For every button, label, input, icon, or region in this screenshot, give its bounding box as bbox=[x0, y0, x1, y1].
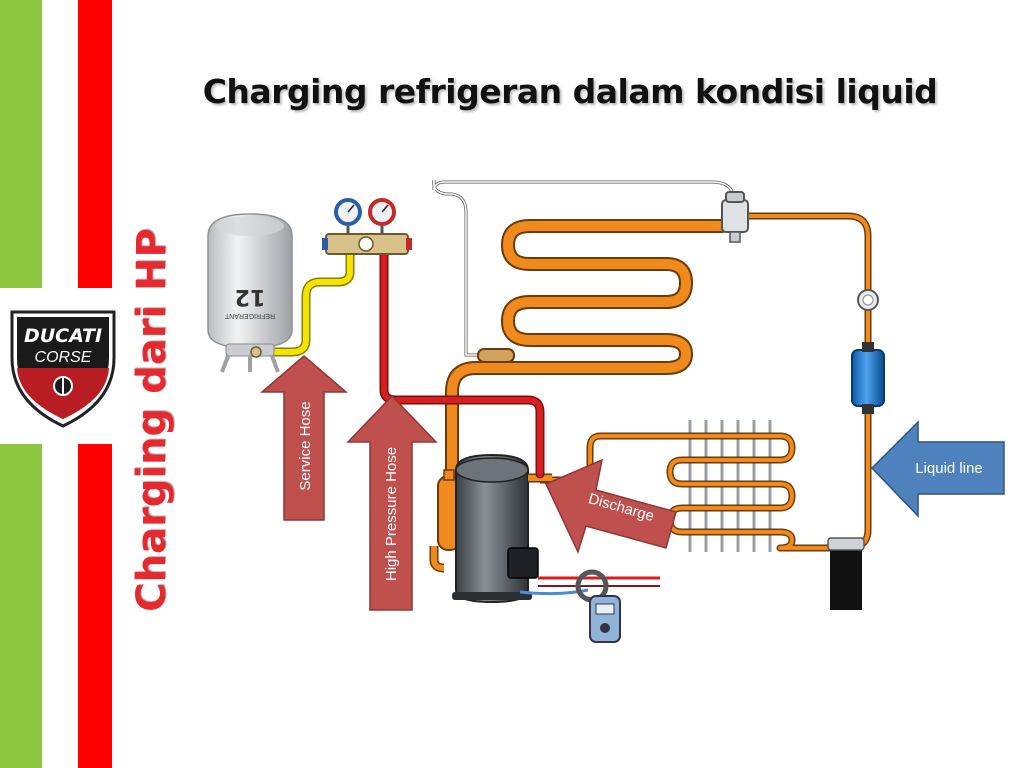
logo-line1: DUCATI bbox=[24, 325, 102, 347]
clamp-meter bbox=[519, 569, 660, 643]
compressor bbox=[452, 453, 552, 604]
service-hose-label: Service Hose bbox=[297, 401, 314, 490]
logo-line2: CORSE bbox=[35, 349, 92, 366]
stripe-green-top bbox=[0, 0, 42, 288]
expansion-valve bbox=[721, 191, 749, 243]
slide-title: Charging refrigeran dalam kondisi liquid bbox=[202, 72, 938, 111]
discharge-arrow: Discharge bbox=[544, 458, 677, 555]
condenser bbox=[540, 420, 836, 552]
liquid-line-arrow: Liquid line bbox=[870, 420, 1005, 518]
sight-glass bbox=[857, 289, 879, 311]
service-hose bbox=[251, 249, 355, 357]
high-pressure-hose-arrow: High Pressure Hose bbox=[346, 394, 438, 611]
liquid-line-pipe bbox=[742, 212, 872, 552]
stripe-green-bottom bbox=[0, 444, 42, 768]
ducati-corse-logo: DUCATI CORSE bbox=[10, 310, 116, 428]
service-hose-arrow: Service Hose bbox=[259, 355, 349, 521]
stripe-red-top bbox=[78, 0, 112, 288]
receiver-tank bbox=[827, 537, 865, 610]
accumulator bbox=[429, 469, 461, 573]
refrigerant-cylinder: 12 REFRIGERANT bbox=[207, 213, 293, 373]
cylinder-label: 12 bbox=[235, 284, 266, 309]
high-pressure-hose-label: High Pressure Hose bbox=[383, 447, 400, 581]
filter-dryer bbox=[851, 342, 885, 414]
liquid-line-label: Liquid line bbox=[915, 460, 983, 477]
cylinder-brand: REFRIGERANT bbox=[224, 312, 275, 319]
sight-glass-small bbox=[477, 348, 515, 363]
stripe-red-bottom bbox=[78, 444, 112, 768]
evaporator-coil bbox=[445, 219, 729, 485]
high-pressure-hose bbox=[379, 247, 545, 479]
manifold-gauge bbox=[322, 198, 412, 255]
